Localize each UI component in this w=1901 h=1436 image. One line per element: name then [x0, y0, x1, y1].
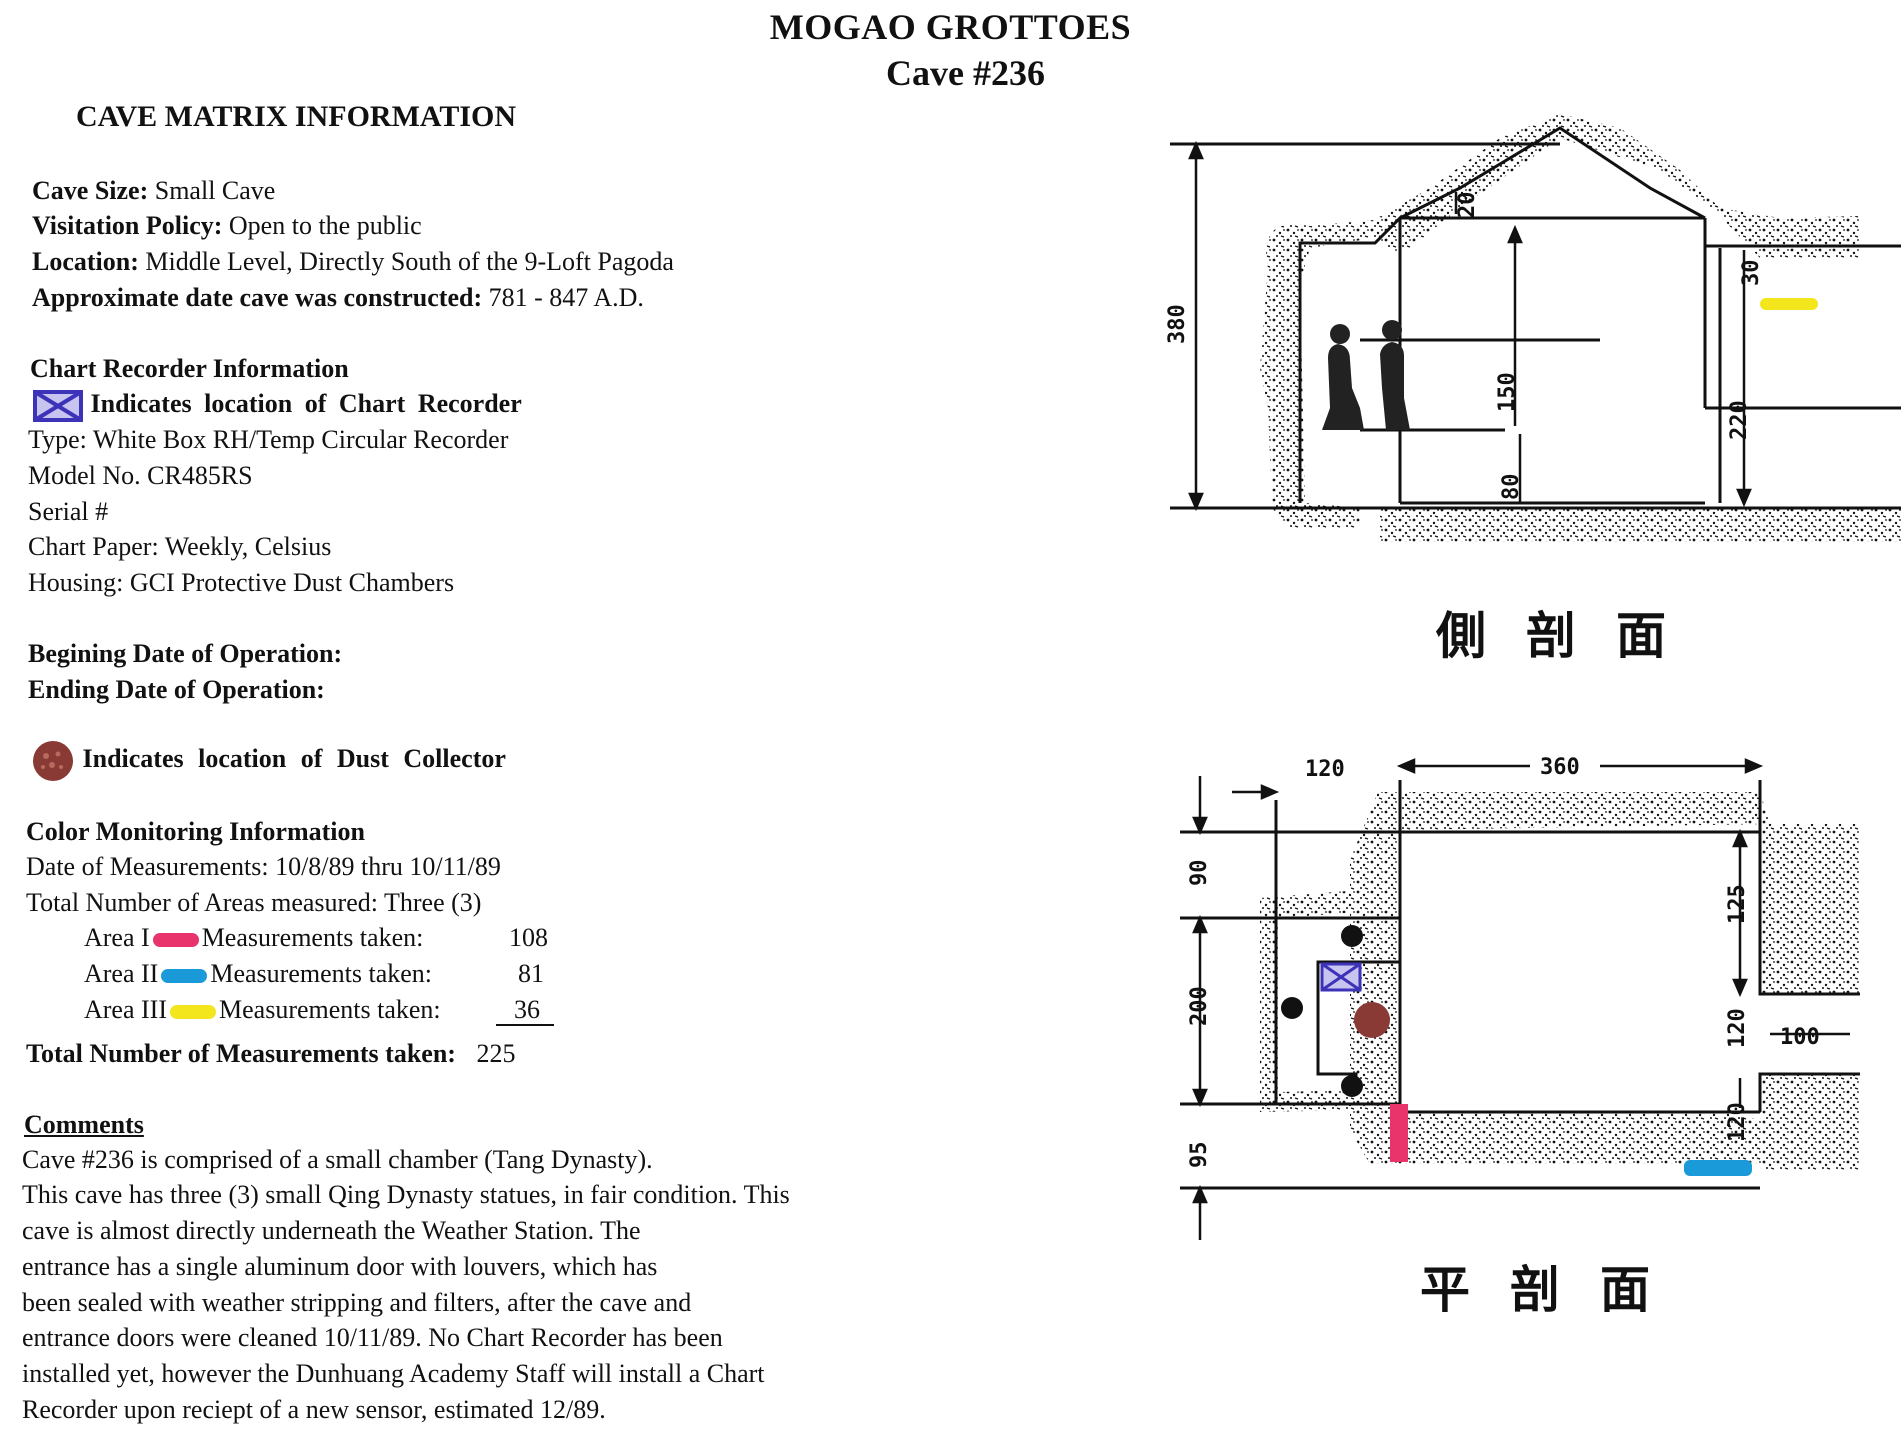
plan-rock-main	[1350, 792, 1770, 1164]
cave-size-line: Cave Size: Small Cave	[32, 176, 275, 206]
comments-heading: Comments	[24, 1110, 144, 1139]
plan-rock-niche	[1260, 890, 1360, 1112]
dim-30: 30	[1739, 260, 1764, 287]
area-3-count: 36	[496, 995, 554, 1026]
area-measure-label: Measurements taken:	[219, 995, 441, 1024]
post-marker	[1341, 1075, 1363, 1097]
plan-dim-125: 125	[1725, 884, 1750, 924]
comment-line: entrance has a single aluminum door with…	[22, 1252, 658, 1281]
chart-recorder-marker	[1320, 962, 1362, 992]
dim-80: 80	[1499, 474, 1524, 501]
recorder-housing: Housing: GCI Protective Dust Chambers	[28, 568, 455, 597]
comment-line: cave is almost directly underneath the W…	[22, 1216, 641, 1245]
construction-date-line: Approximate date cave was constructed: 7…	[32, 283, 644, 313]
plan-rock-upper	[1760, 824, 1860, 994]
plan-dim-200: 200	[1187, 986, 1212, 1026]
dim-150: 150	[1495, 372, 1520, 412]
comment-line: Recorder upon reciept of a new sensor, e…	[22, 1395, 606, 1424]
area-2-swatch	[161, 969, 208, 984]
cave-size-value: Small Cave	[148, 176, 276, 205]
chart-recorder-legend-text: Indicates location of Chart Recorder	[90, 389, 522, 418]
post-marker	[1341, 925, 1363, 947]
begin-date-label: Begining Date of Operation:	[28, 639, 343, 668]
recorder-serial: Serial #	[28, 497, 109, 526]
recorder-paper: Chart Paper: Weekly, Celsius	[28, 532, 332, 561]
area-3-swatch	[170, 1005, 216, 1020]
total-areas: Total Number of Areas measured: Three (3…	[26, 888, 482, 917]
recorder-model: Model No. CR485RS	[28, 461, 253, 490]
post-marker	[1281, 997, 1303, 1019]
plan-section-caption: 平剖面	[1420, 1261, 1690, 1319]
cave-size-label: Cave Size:	[32, 176, 149, 205]
visitation-label: Visitation Policy:	[32, 211, 223, 240]
construction-date-value: 781 - 847 A.D.	[482, 283, 644, 312]
plan-dim-100: 100	[1780, 1025, 1820, 1050]
plan-dim-95: 95	[1187, 1142, 1212, 1169]
cave-number: Cave #236	[886, 53, 1045, 93]
comment-line: This cave has three (3) small Qing Dynas…	[22, 1180, 790, 1209]
dim-220: 220	[1727, 400, 1752, 440]
comment-line: installed yet, however the Dunhuang Acad…	[22, 1359, 765, 1388]
chart-recorder-icon	[33, 390, 83, 423]
total-measurements-value: 225	[476, 1039, 516, 1068]
dust-collector-icon	[33, 741, 73, 781]
floor-rock	[1380, 508, 1901, 542]
dim-20: 20	[1455, 192, 1480, 219]
area-label: Area II	[84, 959, 159, 988]
dust-collector-legend-text: Indicates location of Dust Collector	[82, 743, 506, 773]
matrix-heading: CAVE MATRIX INFORMATION	[76, 100, 517, 133]
location-line: Location: Middle Level, Directly South o…	[32, 247, 674, 277]
comment-line: Cave #236 is comprised of a small chambe…	[22, 1145, 653, 1174]
chart-recorder-heading: Chart Recorder Information	[30, 354, 349, 383]
area-3-count-wrap: 36	[496, 995, 554, 1026]
dust-collector-legend: Indicates location of Dust Collector	[30, 738, 506, 784]
end-date-label: Ending Date of Operation:	[28, 675, 325, 704]
rock-mass	[1260, 114, 1860, 528]
area-1-marker	[1390, 1104, 1408, 1162]
area-row-1: Area I Measurements taken:	[84, 923, 423, 953]
plan-rock-lower	[1760, 1074, 1860, 1170]
chart-recorder-legend: Indicates location of Chart Recorder	[32, 389, 522, 423]
statues	[1322, 320, 1410, 430]
comment-line: entrance doors were cleaned 10/11/89. No…	[22, 1323, 723, 1352]
location-value: Middle Level, Directly South of the 9-Lo…	[138, 247, 674, 276]
plan-dim-90: 90	[1187, 860, 1212, 887]
plan-dim-120-mid: 120	[1725, 1008, 1750, 1048]
area-label: Area III	[84, 995, 167, 1024]
color-monitoring-heading: Color Monitoring Information	[26, 817, 365, 846]
location-label: Location:	[32, 247, 139, 276]
area-1-count: 108	[509, 923, 548, 952]
area-row-2: Area II Measurements taken:	[84, 959, 432, 989]
construction-date-label: Approximate date cave was constructed:	[32, 283, 483, 312]
area-3-marker	[1760, 298, 1818, 310]
plan-dim-120-top: 120	[1305, 757, 1345, 782]
area-label: Area I	[84, 923, 150, 952]
side-section-caption: 側剖面	[1436, 607, 1706, 665]
side-section-drawing: 380 20 30 150 80 220	[1165, 114, 1901, 542]
recorder-type: Type: White Box RH/Temp Circular Recorde…	[28, 425, 509, 454]
plan-dim-120-low: 120	[1725, 1102, 1750, 1142]
dust-collector-marker	[1354, 1002, 1390, 1038]
area-measure-label: Measurements taken:	[201, 923, 424, 952]
visitation-line: Visitation Policy: Open to the public	[32, 211, 422, 241]
area-2-count: 81	[518, 959, 544, 988]
document-title: MOGAO GROTTOES	[769, 7, 1132, 47]
visitation-value: Open to the public	[222, 211, 422, 240]
comment-line: been sealed with weather stripping and f…	[22, 1288, 692, 1317]
total-measurements-label: Total Number of Measurements taken:	[26, 1039, 456, 1068]
dim-380: 380	[1165, 304, 1190, 344]
measurement-dates: Date of Measurements: 10/8/89 thru 10/11…	[26, 852, 501, 881]
area-2-marker	[1684, 1160, 1752, 1176]
area-measure-label: Measurements taken:	[210, 959, 432, 988]
area-1-swatch	[152, 933, 199, 948]
area-row-3: Area III Measurements taken:	[84, 995, 441, 1025]
total-measurements-line: Total Number of Measurements taken: 225	[26, 1039, 515, 1069]
plan-dim-360: 360	[1540, 755, 1580, 780]
plan-section-drawing: 90 200 95 120 360 125 120 100 120	[1180, 755, 1860, 1240]
